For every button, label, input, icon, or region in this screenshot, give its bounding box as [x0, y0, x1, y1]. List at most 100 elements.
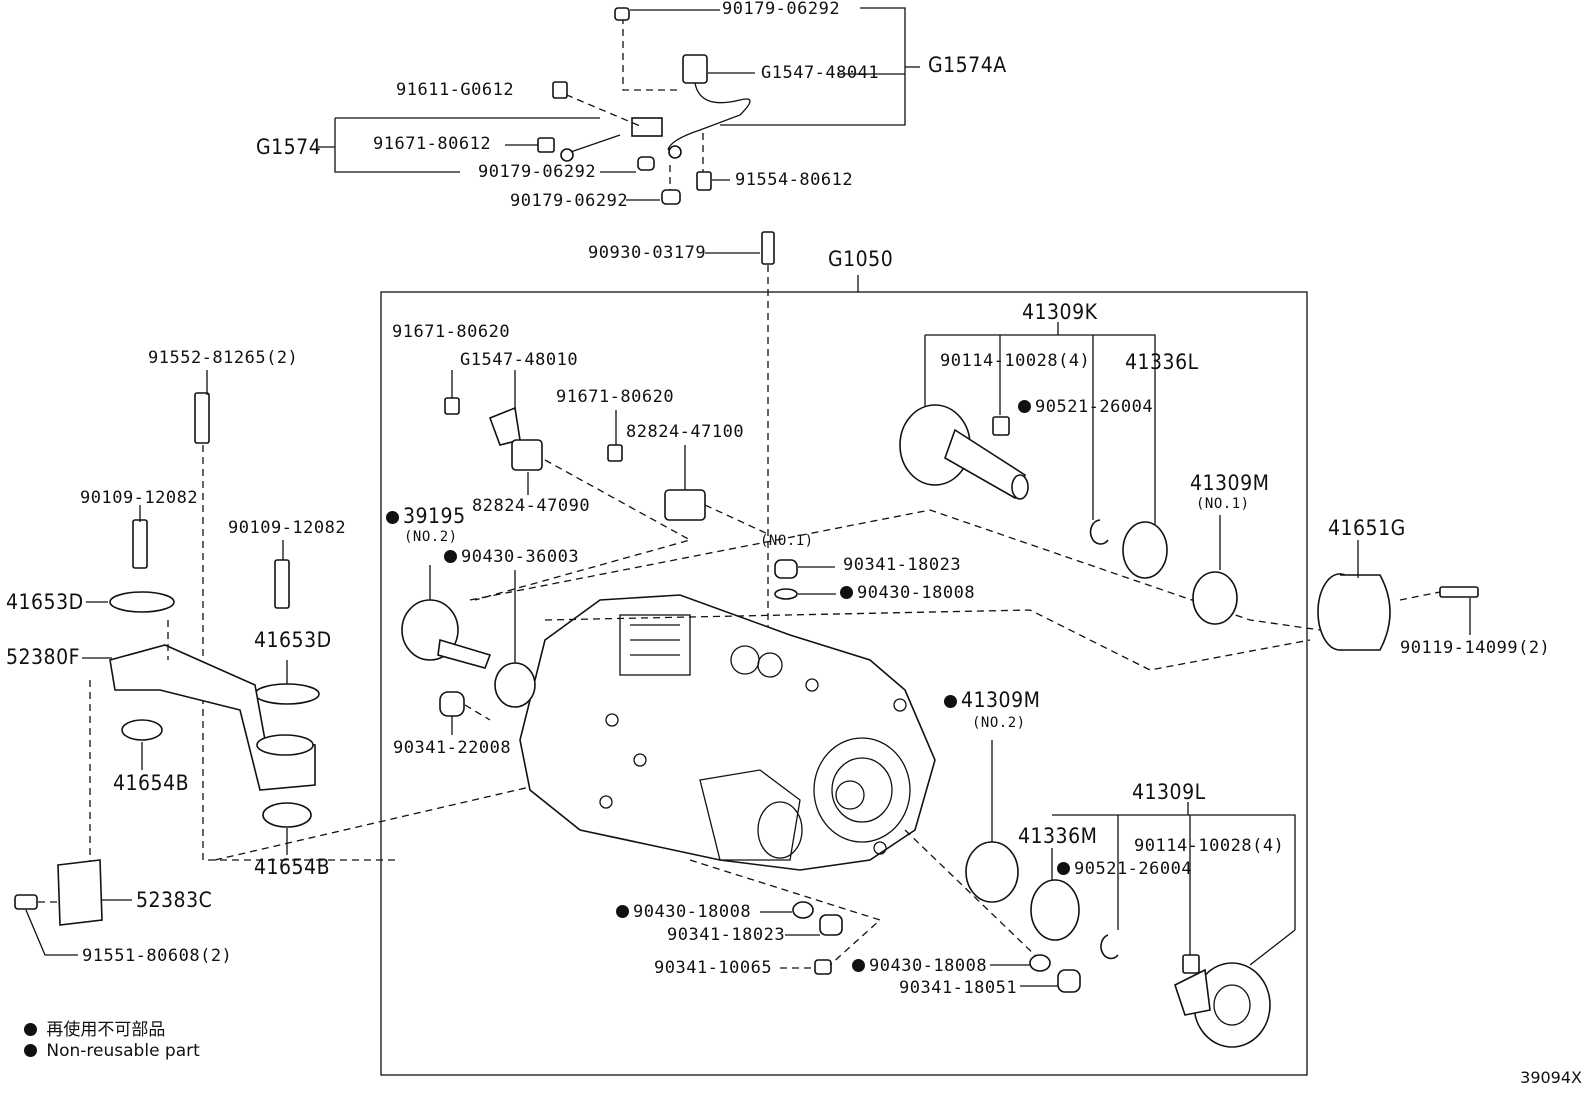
snap-ring-90521-bot [1100, 934, 1119, 960]
part-label: 91671-80620 [556, 387, 675, 407]
non-reusable-dot [944, 695, 957, 708]
part-label: 90109-12082 [228, 518, 347, 538]
seal-41336l [1122, 521, 1168, 579]
washer-41653d-a [109, 591, 175, 613]
nut-90179-low [661, 189, 681, 205]
part-label: 41309K [1022, 300, 1098, 324]
cushion-41654b-a [121, 719, 163, 741]
part-label: 90930-03179 [588, 243, 707, 263]
part-label: 91551-80608(2) [82, 946, 233, 966]
non-reusable-dot [616, 905, 629, 918]
bolt-91554-80612 [696, 171, 712, 191]
part-sublabel: (NO.1) [760, 533, 814, 549]
figure-number: 39094X [1520, 1068, 1582, 1087]
part-label: 90179-06292 [478, 162, 597, 182]
plug-90341-18023-bot [819, 914, 843, 936]
sensor-82824-47100 [664, 489, 706, 521]
plug-90341-22008 [439, 691, 465, 717]
non-reusable-dot [852, 959, 865, 972]
part-label-nonreusable: 90430-18008 [840, 585, 975, 602]
bolt-91552 [194, 392, 210, 444]
cushion-41654b-b [262, 802, 312, 828]
bolt-90119-14099 [1439, 586, 1479, 598]
bolt-91671-80612 [537, 137, 555, 153]
part-label: 91671-80612 [373, 134, 492, 154]
part-label-nonreusable: 90430-18008 [616, 904, 751, 921]
part-label: 41336L [1125, 350, 1199, 374]
sensor-wire [667, 82, 751, 151]
part-label: 90109-12082 [80, 488, 199, 508]
non-reusable-dot [24, 1023, 37, 1036]
group-code-g1574: G1574 [256, 135, 322, 159]
part-label: 52380F [6, 645, 80, 669]
gasket-90430-18008-mid [792, 901, 814, 919]
plug-90341-18051 [1057, 969, 1081, 993]
legend-en: Non-reusable part [24, 1041, 200, 1061]
part-label: 90341-18023 [843, 555, 962, 575]
group-code-g1050: G1050 [828, 247, 894, 271]
part-sublabel: (NO.1) [1196, 496, 1250, 512]
sensor-82824-47090 [511, 439, 543, 471]
part-label: 41654B [113, 771, 190, 795]
seal-41336m [1030, 879, 1080, 941]
seal-90430-36003 [494, 662, 536, 708]
part-label: G1547-48041 [761, 63, 880, 83]
part-label: 82824-47100 [626, 422, 745, 442]
part-label-nonreusable: 41309M [944, 690, 1040, 711]
part-label-nonreusable: 39195 [386, 506, 466, 527]
part-sublabel: (NO.2) [404, 529, 458, 545]
bolt-90114-10028-top [992, 416, 1010, 436]
mount-arm-52380f [109, 644, 316, 791]
seal-41309m-no2 [965, 841, 1019, 903]
part-label: 90119-14099(2) [1400, 638, 1551, 658]
part-label: 91554-80612 [735, 170, 854, 190]
legend-jp: 再使用不可部品 [24, 1015, 165, 1040]
g1050-frame [380, 291, 1308, 1076]
part-label: 90179-06292 [510, 191, 629, 211]
part-label: 41309M [1190, 471, 1270, 495]
part-label: 41654B [254, 855, 331, 879]
bolt-91611 [552, 81, 568, 99]
part-sublabel: (NO.2) [972, 715, 1026, 731]
non-reusable-dot [386, 511, 399, 524]
non-reusable-dot [444, 550, 457, 563]
bolt-90114-10028-bot [1182, 954, 1200, 974]
non-reusable-dot [840, 586, 853, 599]
bolt-91671-80620-a [444, 397, 460, 415]
non-reusable-dot [1057, 862, 1070, 875]
gasket-90430-18008-top [774, 588, 798, 600]
bolt-91551 [14, 894, 38, 910]
bolt-91671-80620-b [607, 444, 623, 462]
part-label-nonreusable: 90430-18008 [852, 958, 987, 975]
group-code-g1574a: G1574A [928, 53, 1007, 77]
g1574-bracket [334, 117, 600, 173]
part-label: 90341-22008 [393, 738, 512, 758]
part-label: 90341-10065 [654, 958, 773, 978]
washer-41653d-b [254, 683, 320, 705]
bolt-90109-b [274, 559, 290, 609]
non-reusable-dot [1018, 400, 1031, 413]
part-label: 90341-18051 [899, 978, 1018, 998]
part-label: 90341-18023 [667, 925, 786, 945]
plug-90341-18023-top [774, 559, 798, 579]
part-label: 82824-47090 [472, 496, 591, 516]
non-reusable-dot [24, 1044, 37, 1057]
part-label: 41651G [1328, 516, 1406, 540]
part-label: 91671-80620 [392, 322, 511, 342]
part-label-nonreusable: 90430-36003 [444, 549, 579, 566]
transfer-case [519, 594, 936, 871]
plug-90341-10065 [814, 959, 832, 975]
plug-90930-03179 [761, 231, 775, 265]
part-label: 90114-10028(4) [940, 351, 1091, 371]
snap-ring-90521-top [1089, 519, 1109, 545]
seal-41309m-no1 [1192, 571, 1238, 625]
part-label: 52383C [136, 888, 213, 912]
part-label: 41653D [254, 628, 332, 652]
nut-90179-mid [637, 156, 655, 171]
sensor-g1547-48041 [682, 54, 708, 84]
part-label: 41653D [6, 590, 84, 614]
plate-52383c [57, 859, 103, 926]
part-label: 90179-06292 [722, 0, 841, 19]
